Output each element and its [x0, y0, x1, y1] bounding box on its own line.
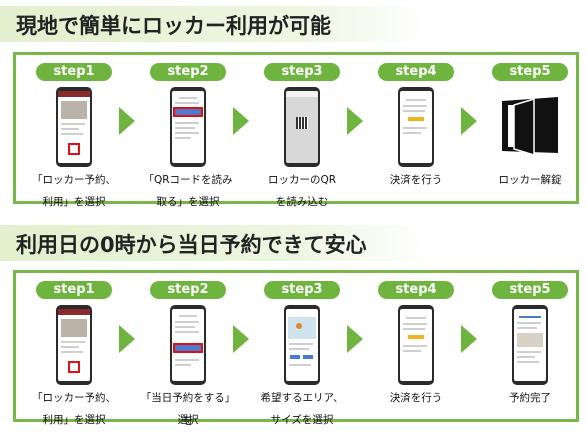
- qr-code-icon: [296, 117, 308, 129]
- locker-open-icon: [502, 97, 558, 157]
- step-caption-line1: 「当日予約をする」を: [140, 392, 236, 427]
- step-badge: step3: [264, 281, 340, 299]
- step-caption-line2: を読み込む: [275, 196, 329, 208]
- step-badge: step5: [492, 63, 568, 81]
- phone-icon: [398, 87, 434, 167]
- step-caption-line1: 決済を行う: [389, 392, 443, 404]
- step-badge: step5: [492, 281, 568, 299]
- step-badge: step1: [36, 63, 112, 81]
- section-header: 利用日の0時から当日予約できて安心: [0, 225, 430, 261]
- arrow-right-icon: [461, 107, 477, 135]
- phone-icon: [398, 305, 434, 385]
- step-caption-line2: 利用」を選択: [42, 196, 106, 208]
- step-badge: step2: [150, 63, 226, 81]
- step-caption-line1: 予約完了: [509, 392, 551, 404]
- step-badge: step4: [378, 63, 454, 81]
- phone-icon: [56, 87, 92, 167]
- step-badge: step1: [36, 281, 112, 299]
- phone-icon: [56, 305, 92, 385]
- steps-panel: step1 「ロッカー予約、 利用」を選択 step2: [13, 52, 579, 208]
- phone-icon: [284, 87, 320, 167]
- section-header: 現地で簡単にロッカー利用が可能: [0, 6, 430, 42]
- section-title: 現地で簡単にロッカー利用が可能: [16, 14, 331, 38]
- arrow-right-icon: [347, 107, 363, 135]
- phone-icon: [512, 305, 548, 385]
- step-badge: step2: [150, 281, 226, 299]
- steps-panel: step1 「ロッカー予約、 利用」を選択 step2: [13, 270, 579, 427]
- section-title: 利用日の0時から当日予約できて安心: [16, 233, 367, 257]
- step-caption-line1: 「ロッカー予約、: [32, 392, 116, 404]
- step-badge: step4: [378, 281, 454, 299]
- step-caption-line1: 「QRコードを読み: [143, 174, 233, 186]
- arrow-right-icon: [461, 325, 477, 353]
- arrow-right-icon: [233, 325, 249, 353]
- arrow-right-icon: [119, 107, 135, 135]
- step-caption-line1: 「ロッカー予約、: [32, 174, 116, 186]
- phone-icon: [284, 305, 320, 385]
- phone-icon: [170, 87, 206, 167]
- step-badge: step3: [264, 63, 340, 81]
- step-caption-line2: 取る」を選択: [156, 196, 220, 208]
- phone-icon: [170, 305, 206, 385]
- step-caption-line2: 選択: [177, 414, 199, 426]
- arrow-right-icon: [233, 107, 249, 135]
- step-caption-line1: 決済を行う: [389, 174, 443, 186]
- step-caption-line2: 利用」を選択: [42, 414, 106, 426]
- arrow-right-icon: [347, 325, 363, 353]
- step-caption-line1: ロッカー解錠: [498, 174, 562, 186]
- step-caption-line1: ロッカーのQR: [267, 174, 337, 186]
- step-caption-line2: サイズを選択: [270, 414, 334, 426]
- arrow-right-icon: [119, 325, 135, 353]
- step-caption-line1: 希望するエリア、: [260, 392, 344, 404]
